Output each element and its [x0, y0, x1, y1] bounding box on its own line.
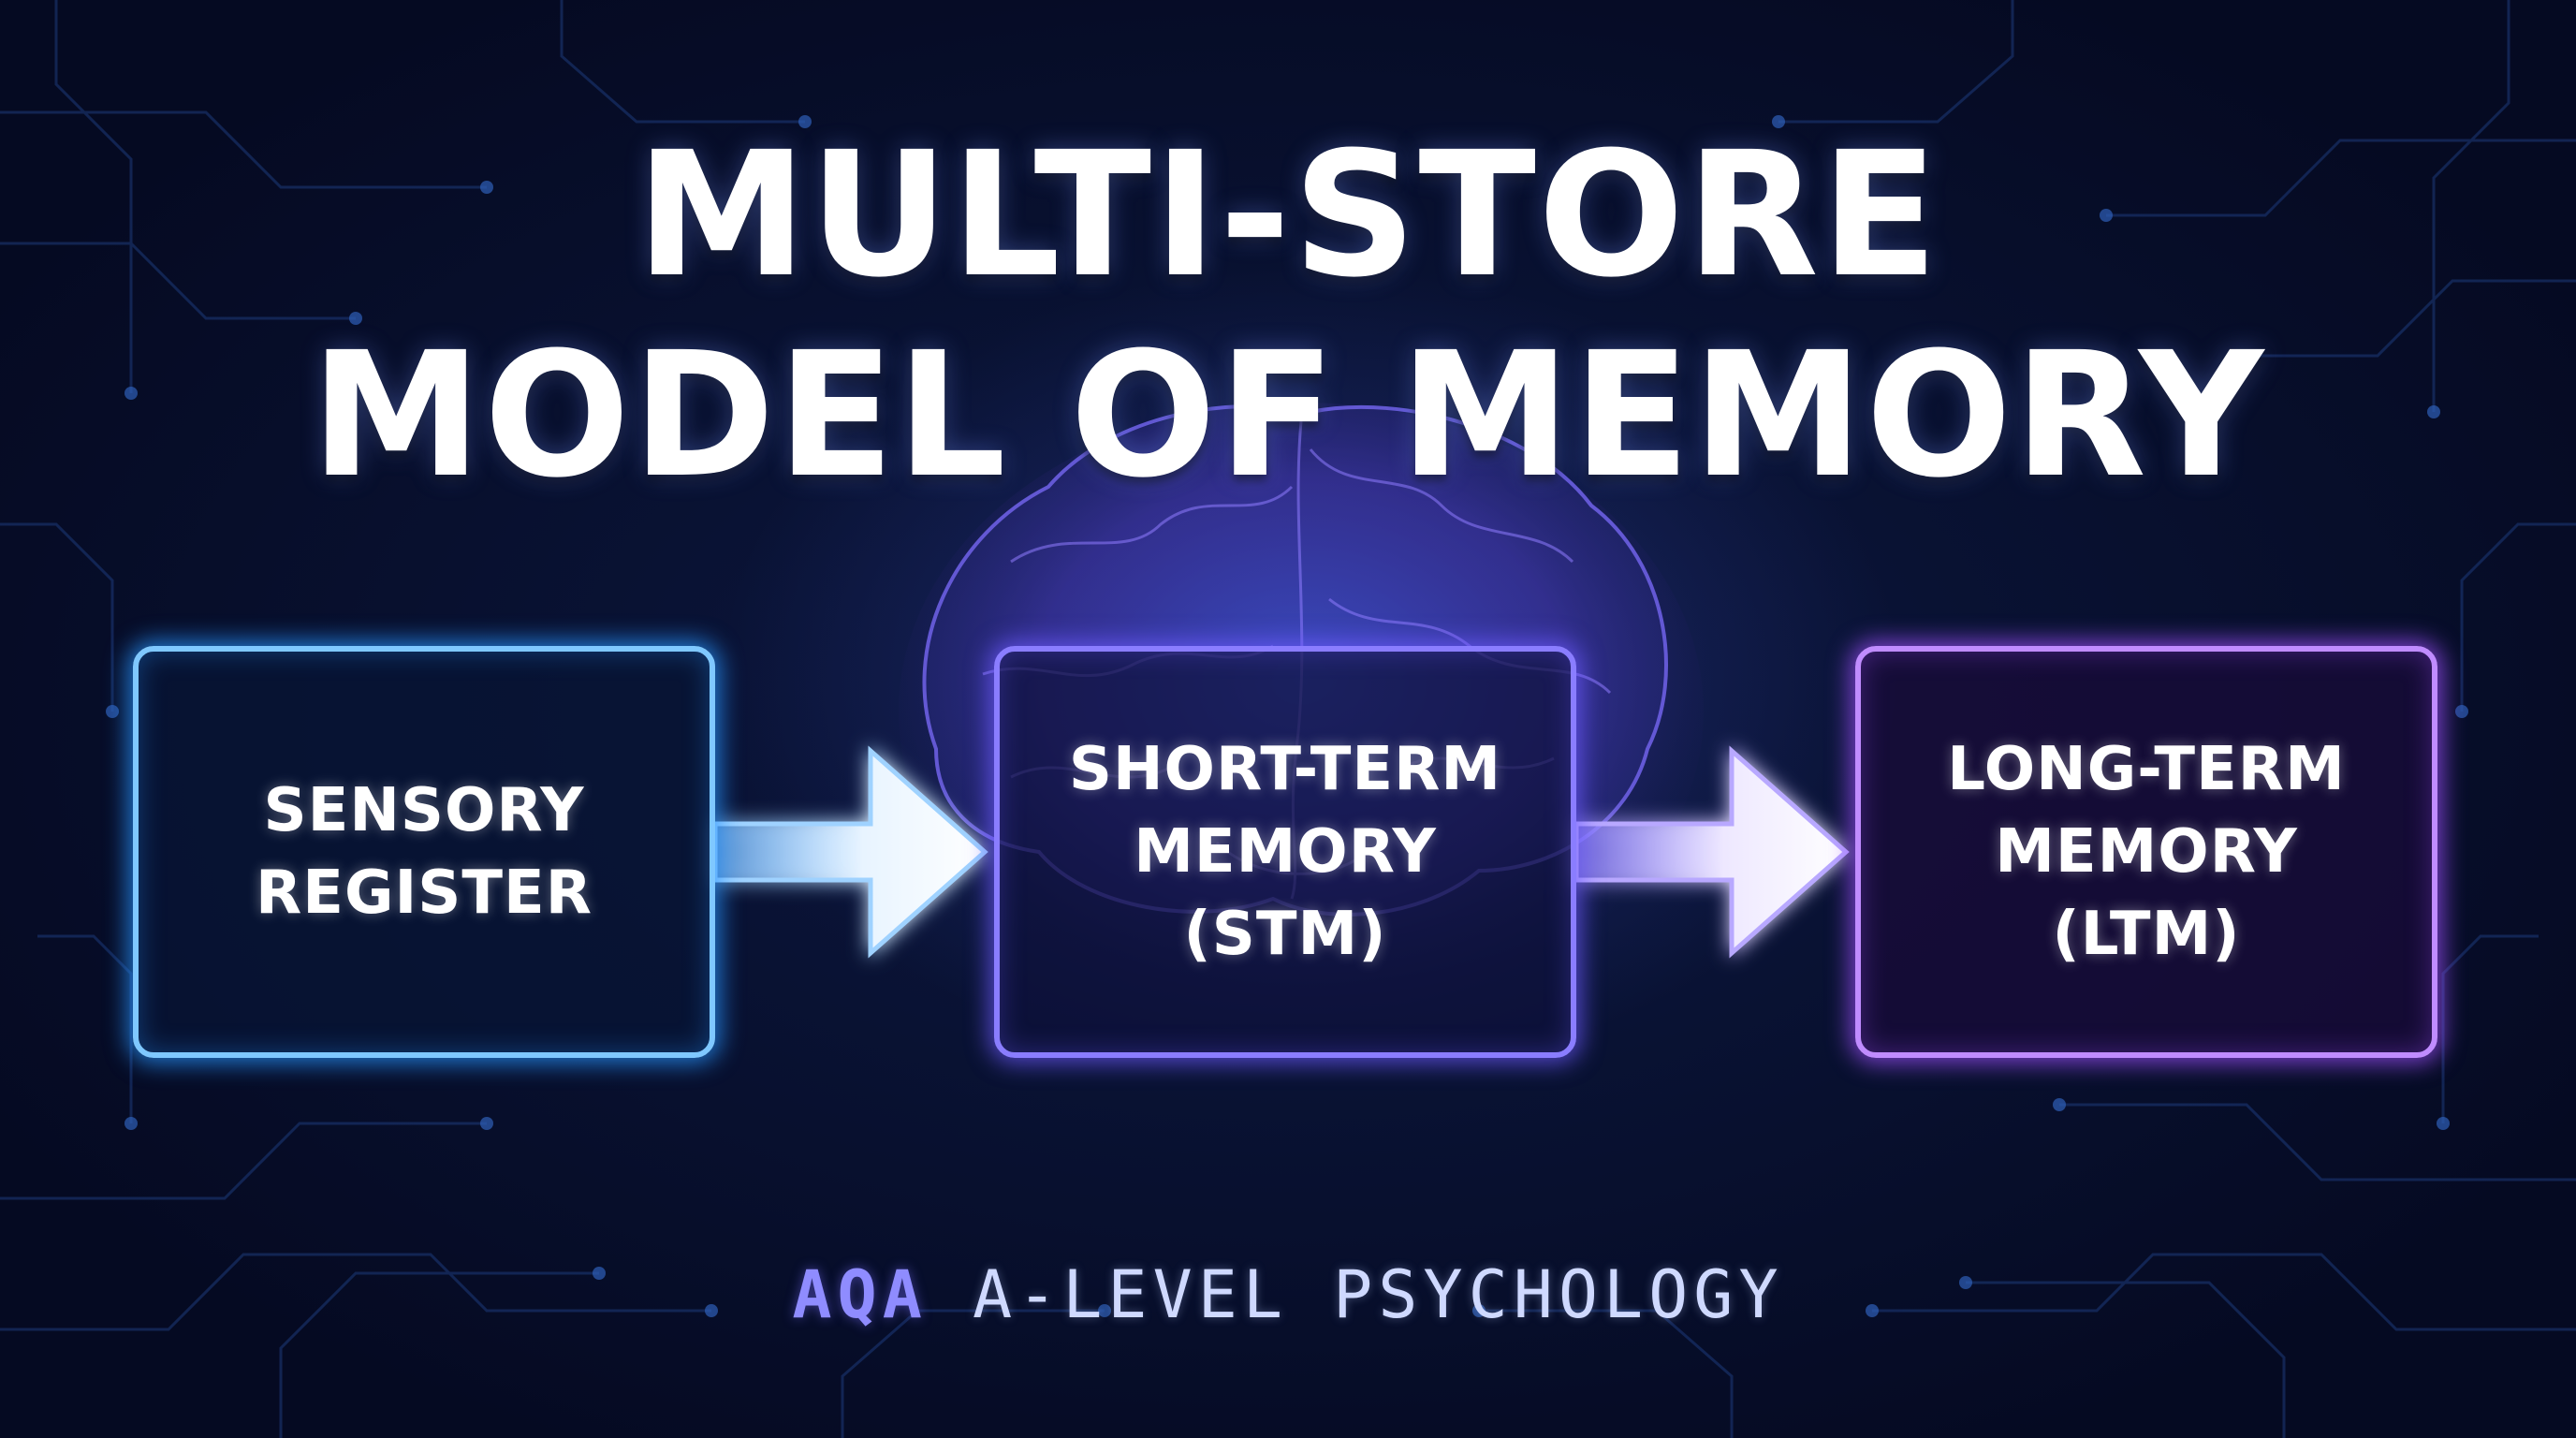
sensory-register-box: SENSORY REGISTER [133, 646, 715, 1058]
footer-exam-board: AQA [792, 1256, 928, 1333]
page-title-line-1: MULTI-STORE [636, 115, 1940, 315]
footer-subject: A-LEVEL PSYCHOLOGY [973, 1256, 1784, 1333]
long-term-memory-box: LONG-TERM MEMORY (LTM) [1855, 646, 2437, 1058]
footer-caption: AQA A-LEVEL PSYCHOLOGY [0, 1262, 2576, 1328]
page-title-line-2: MODEL OF MEMORY [310, 315, 2266, 516]
long-term-memory-label: LONG-TERM MEMORY (LTM) [1947, 735, 2346, 969]
short-term-memory-label: SHORT-TERM MEMORY (STM) [1068, 735, 1502, 969]
sensory-register-label: SENSORY REGISTER [255, 776, 593, 928]
short-term-memory-box: SHORT-TERM MEMORY (STM) [994, 646, 1576, 1058]
